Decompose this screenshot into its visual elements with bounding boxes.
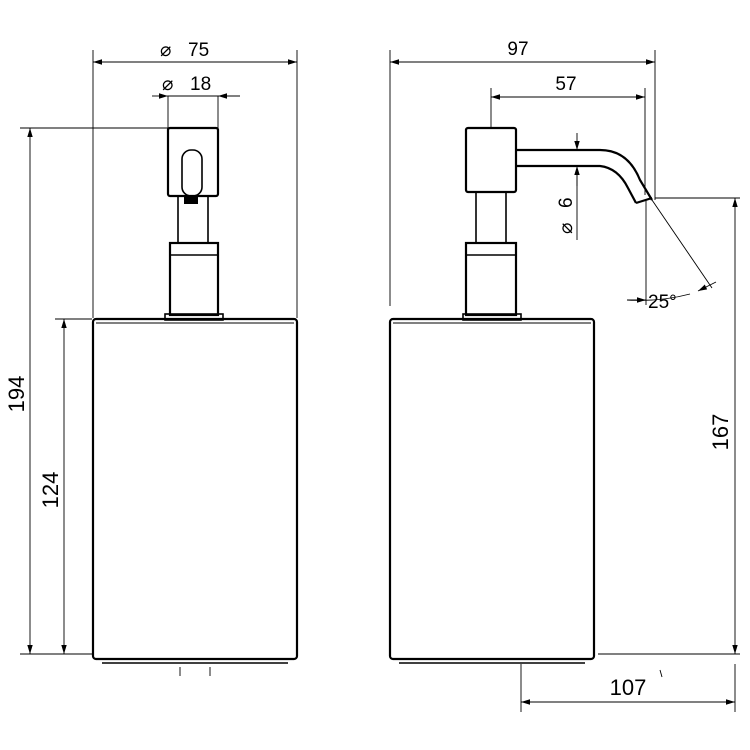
front-pump-tube bbox=[168, 241, 220, 317]
front-body bbox=[91, 317, 299, 661]
front-pump-head-slot bbox=[181, 149, 203, 197]
dim-pump-diameter: 18 bbox=[190, 74, 211, 95]
front-pump-head bbox=[166, 126, 220, 198]
front-view: ⌀ 75 ⌀ 18 194 124 bbox=[4, 40, 299, 676]
side-pump-head bbox=[464, 126, 518, 194]
side-view: 97 57 ⌀ 6 25° 167 107 bbox=[388, 39, 740, 712]
dim-spout-angle: 25° bbox=[648, 292, 677, 313]
side-spout bbox=[516, 148, 653, 201]
dim-base-offset: 107 bbox=[610, 675, 647, 700]
dim-nozzle-diameter: 6 bbox=[556, 197, 577, 208]
dim-spout-height: 167 bbox=[708, 414, 733, 451]
dim-body-diameter-symbol: ⌀ bbox=[160, 40, 171, 61]
side-pump-tube bbox=[464, 241, 518, 317]
side-body bbox=[388, 317, 596, 661]
dim-total-depth: 97 bbox=[507, 39, 528, 60]
front-nozzle-tip bbox=[184, 196, 198, 204]
dim-pump-diameter-symbol: ⌀ bbox=[162, 74, 173, 95]
dim-body-diameter: 75 bbox=[188, 40, 209, 61]
dim-nozzle-diameter-symbol: ⌀ bbox=[556, 223, 577, 234]
dim-spout-reach: 57 bbox=[555, 74, 576, 95]
dim-total-height: 194 bbox=[4, 376, 29, 413]
dim-body-height: 124 bbox=[38, 472, 63, 509]
